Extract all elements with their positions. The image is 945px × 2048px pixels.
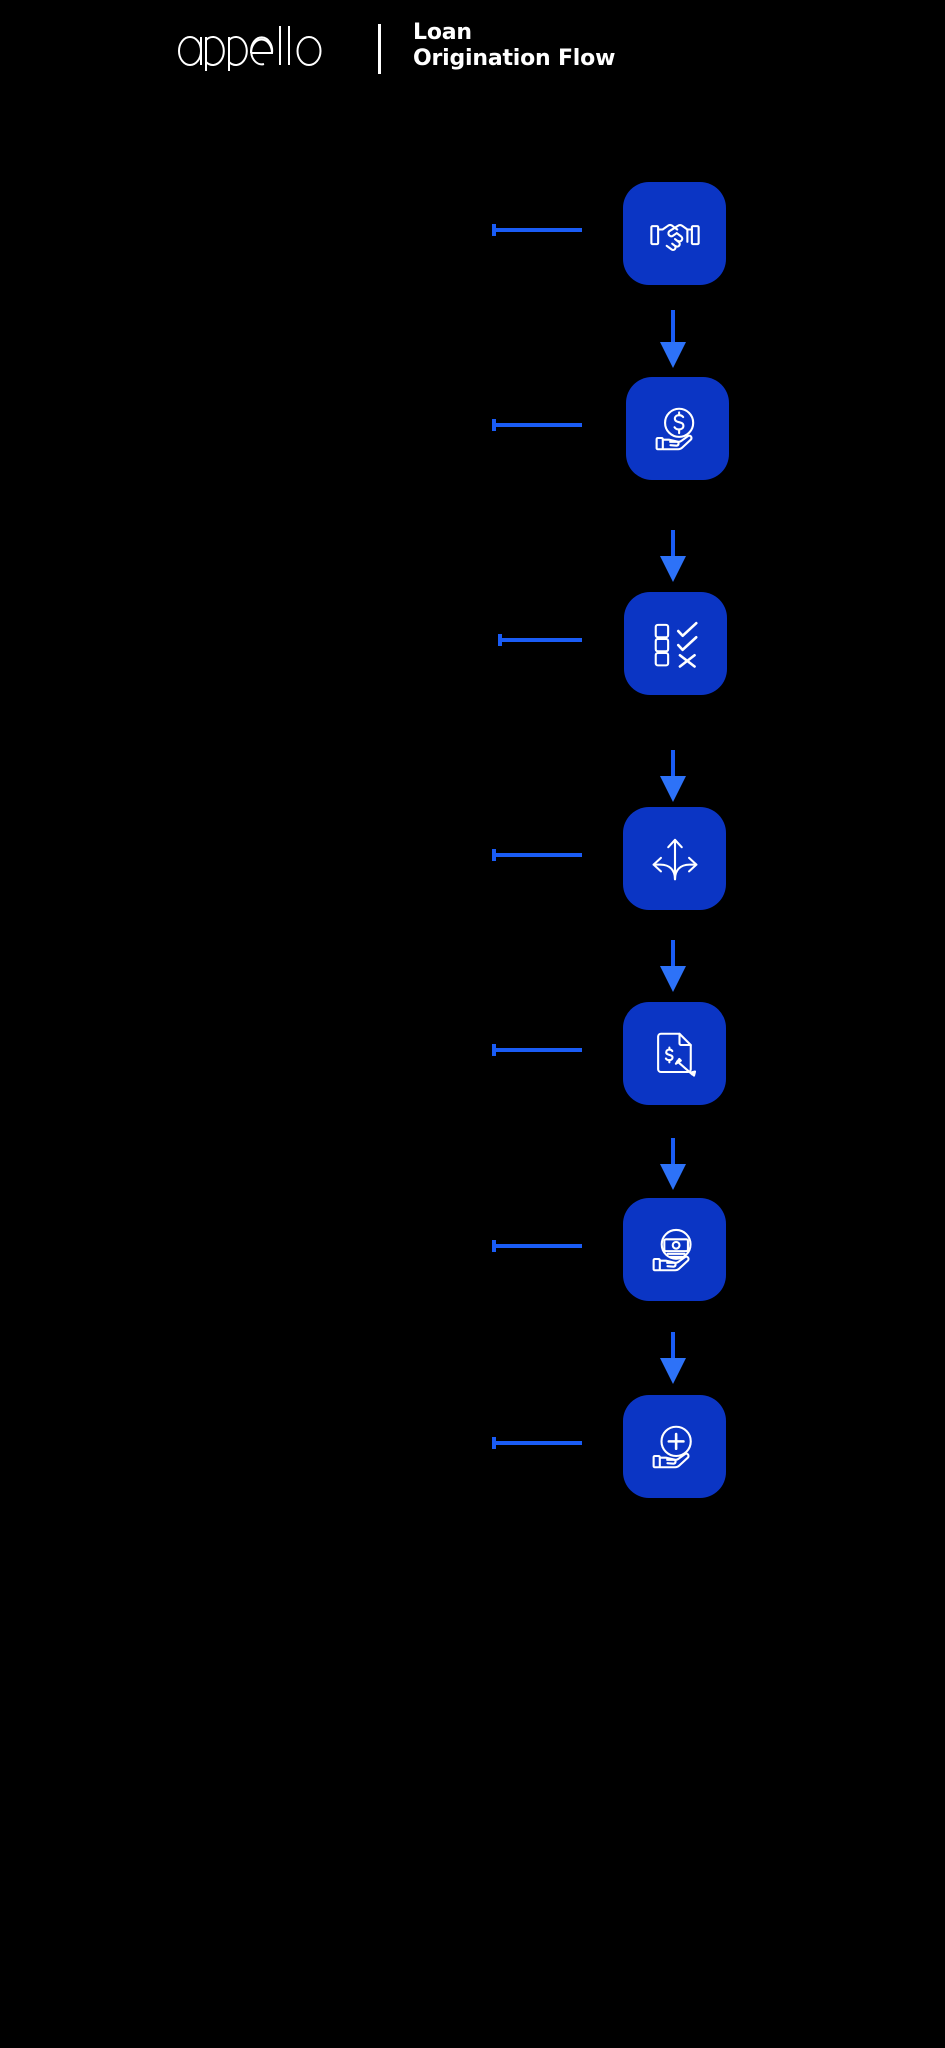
hand-holding-dollar-coin-icon	[651, 402, 705, 456]
appello-wordmark	[168, 22, 344, 72]
flow-step-tile-7[interactable]	[623, 1395, 726, 1498]
step-connector-6	[492, 1240, 582, 1252]
step-connector-4	[492, 849, 582, 861]
flow-arrow-4-to-5	[653, 940, 693, 992]
step-connector-1	[492, 224, 582, 236]
arrow-head	[660, 556, 686, 582]
step-connector-2	[492, 419, 582, 431]
flow-step-tile-1[interactable]	[623, 182, 726, 285]
flow-step-tile-2[interactable]	[626, 377, 729, 480]
flow-arrow-2-to-3	[653, 530, 693, 582]
arrow-shaft	[671, 750, 675, 778]
step-connector-5	[492, 1044, 582, 1056]
flow-step-tile-4[interactable]	[623, 807, 726, 910]
arrow-shaft	[671, 530, 675, 558]
arrow-head	[660, 1358, 686, 1384]
arrow-head	[660, 966, 686, 992]
connector-line	[494, 228, 582, 232]
arrow-head	[660, 1164, 686, 1190]
arrow-head	[660, 776, 686, 802]
arrow-shaft	[671, 310, 675, 344]
page-title: Loan Origination Flow	[413, 20, 616, 71]
flow-step-tile-6[interactable]	[623, 1198, 726, 1301]
loan-document-pen-icon	[648, 1027, 702, 1081]
connector-line	[494, 1441, 582, 1445]
checklist-approval-icon	[649, 617, 703, 671]
flow-step-tile-5[interactable]	[623, 1002, 726, 1105]
connector-line	[494, 1048, 582, 1052]
page-header: Loan Origination Flow	[0, 0, 945, 110]
flow-arrow-1-to-2	[653, 310, 693, 368]
arrow-shaft	[671, 1332, 675, 1360]
branching-arrows-icon	[648, 832, 702, 886]
header-divider	[378, 24, 381, 74]
flow-arrow-6-to-7	[653, 1332, 693, 1384]
arrow-head	[660, 342, 686, 368]
step-connector-3	[498, 634, 582, 646]
handshake-icon	[648, 207, 702, 261]
hand-holding-cash-icon	[648, 1223, 702, 1277]
flow-step-tile-3[interactable]	[624, 592, 727, 695]
arrow-shaft	[671, 940, 675, 968]
flow-arrow-5-to-6	[653, 1138, 693, 1190]
connector-line	[494, 423, 582, 427]
arrow-shaft	[671, 1138, 675, 1166]
loan-origination-flow	[0, 110, 945, 2048]
connector-line	[500, 638, 582, 642]
flow-arrow-3-to-4	[653, 750, 693, 802]
step-connector-7	[492, 1437, 582, 1449]
connector-line	[494, 853, 582, 857]
connector-line	[494, 1244, 582, 1248]
hand-holding-plus-icon	[648, 1420, 702, 1474]
